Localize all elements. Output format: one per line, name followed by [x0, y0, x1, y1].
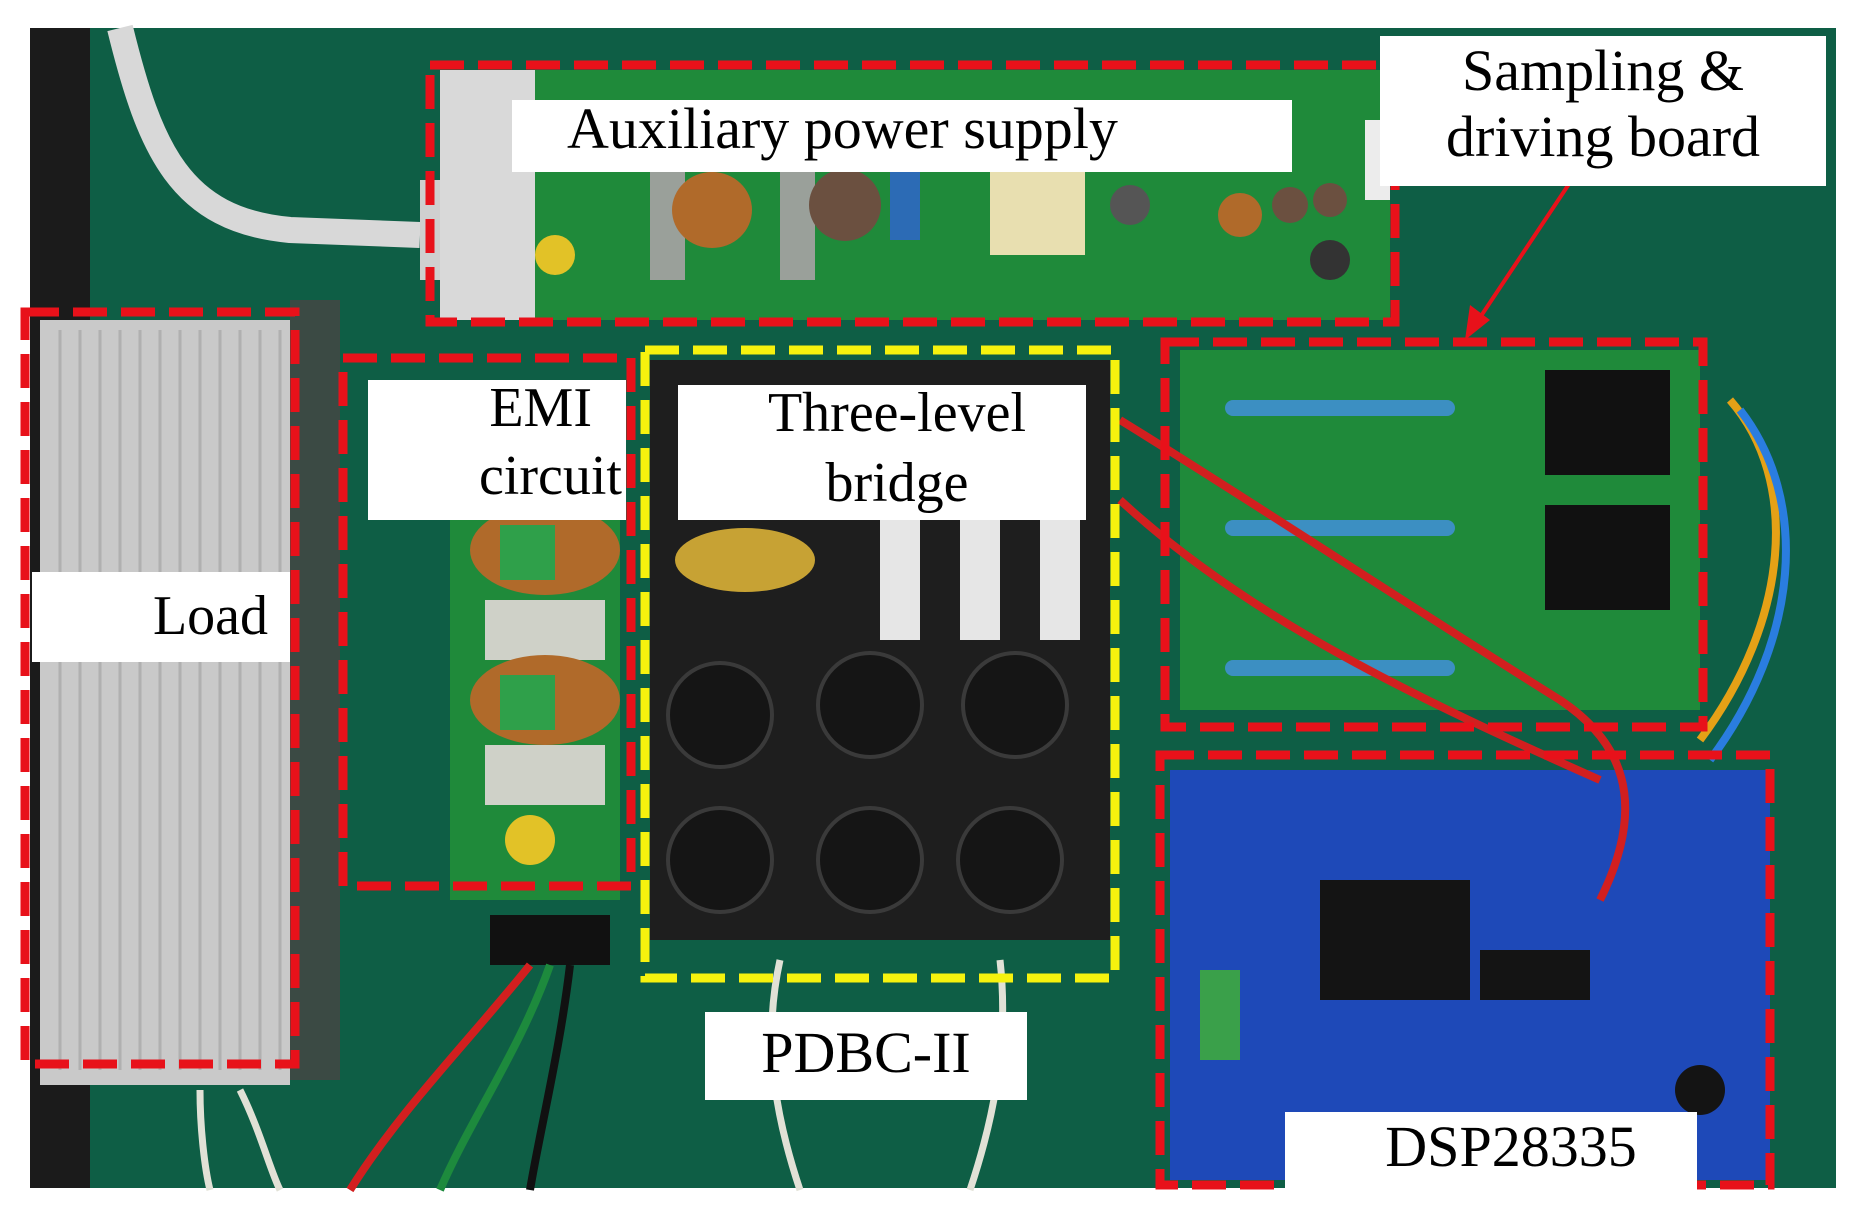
- emi-terminal-block: [490, 915, 610, 965]
- capacitor-small: [1110, 185, 1150, 225]
- label-three-level-bridge: Three-level bridge: [678, 385, 1086, 520]
- label-emi-circuit: EMI circuit: [368, 380, 626, 520]
- three-level-line-2: bridge: [825, 452, 969, 514]
- sampling-line-1: Sampling &: [1462, 38, 1744, 103]
- emi-core-1: [500, 525, 555, 580]
- small-toroid: [1218, 193, 1262, 237]
- heatsink-plate-3: [1040, 520, 1080, 640]
- dc-capacitor-6: [956, 806, 1064, 914]
- load-box: [20, 307, 300, 1069]
- capacitor-c: [1310, 240, 1350, 280]
- fuse-2: [1225, 520, 1455, 536]
- dc-capacitor-5: [816, 806, 924, 914]
- heatsink-plate-1: [880, 520, 920, 640]
- dsp-chip: [1320, 880, 1470, 1000]
- yellow-capacitor: [535, 235, 575, 275]
- label-auxiliary-power-supply: Auxiliary power supply: [512, 100, 1292, 172]
- dc-capacitor-1: [666, 661, 774, 769]
- heatsink-plate-2: [960, 520, 1000, 640]
- load-wire-1: [236, 1088, 284, 1192]
- emi-cap-1: [485, 600, 605, 660]
- bridge-toroid: [675, 528, 815, 592]
- aux-power-box: [425, 60, 1400, 327]
- sampling-box: [1160, 337, 1708, 732]
- filter-block-2: [780, 170, 815, 280]
- electrolytic-capacitor: [809, 169, 881, 241]
- load-resistor-body: [40, 320, 290, 1085]
- dsp-buzzer: [1675, 1065, 1725, 1115]
- emi-small-inductor: [505, 815, 555, 865]
- dc-capacitor-4: [666, 806, 774, 914]
- blue-capacitor: [890, 170, 920, 240]
- pointer-arrow-head: [1465, 305, 1490, 340]
- emi-core-2: [500, 675, 555, 730]
- sampling-line-2: driving board: [1445, 104, 1761, 169]
- emi-box: [338, 353, 636, 891]
- dsp-terminal: [1200, 970, 1240, 1060]
- bridge-box: [640, 345, 1120, 983]
- pdbc-text: PDBC-II: [761, 1020, 971, 1085]
- three-level-line-1: Three-level: [767, 382, 1027, 444]
- toroid-inductor: [672, 172, 752, 248]
- current-sensor-2: [1545, 505, 1670, 610]
- load-text: Load: [152, 585, 268, 647]
- wires: [346, 397, 1790, 1193]
- label-dsp28335: DSP28335: [1285, 1112, 1697, 1192]
- load-wire-2: [196, 1089, 214, 1191]
- power-cord: [107, 24, 421, 248]
- emi-line-2: circuit: [478, 445, 622, 507]
- dc-capacitor-2: [816, 651, 924, 759]
- capacitor-b: [1313, 183, 1347, 217]
- emi-line-1: EMI: [489, 377, 592, 439]
- transformer: [990, 170, 1085, 255]
- heatsink-fins: [58, 330, 282, 1070]
- current-sensor-1: [1545, 370, 1670, 475]
- aux-power-text: Auxiliary power supply: [567, 96, 1118, 161]
- capacitor-a: [1272, 187, 1308, 223]
- label-load: Load: [32, 572, 290, 662]
- dsp-text: DSP28335: [1385, 1114, 1637, 1179]
- emi-cap-2: [485, 745, 605, 805]
- fuse-1: [1225, 400, 1455, 416]
- dsp-memory-chip: [1480, 950, 1590, 1000]
- label-sampling-driving-board: Sampling & driving board: [1380, 36, 1826, 186]
- fuse-3: [1225, 660, 1455, 676]
- label-pdbc-ii: PDBC-II: [705, 1012, 1027, 1100]
- dc-capacitor-3: [961, 651, 1069, 759]
